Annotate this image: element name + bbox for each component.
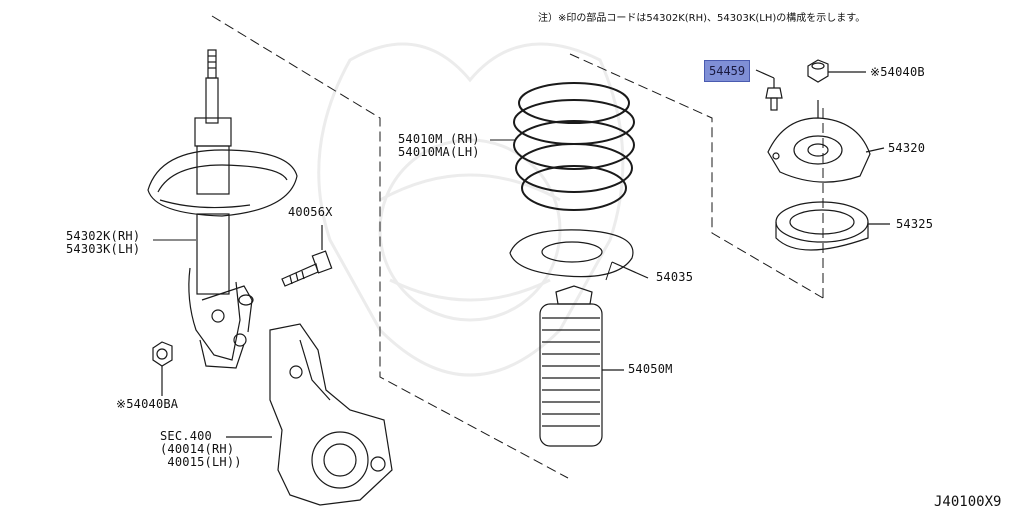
- strut-mount: [767, 100, 885, 183]
- label-bearing-54325[interactable]: 54325: [896, 217, 934, 231]
- label-seat-54035[interactable]: 54035: [656, 270, 694, 284]
- label-spring-54010m[interactable]: 54010M (RH) 54010MA(LH): [398, 132, 480, 159]
- label-selected-54459[interactable]: 54459: [704, 60, 751, 82]
- label-knuckle-sec-400[interactable]: SEC.400 (40014(RH) 40015(LH)): [160, 429, 242, 469]
- label-strut-54302k[interactable]: 54302K(RH) 54303K(LH): [66, 229, 141, 256]
- coil-spring: [490, 82, 635, 211]
- label-nut-54040ba[interactable]: ※54040BA: [116, 397, 179, 411]
- bolt-40056x: [281, 225, 333, 287]
- nut-54040ba: [152, 341, 173, 396]
- bound-bumper: [539, 285, 624, 447]
- strut-assembly: [147, 49, 298, 369]
- label-mount-54320[interactable]: 54320: [888, 141, 926, 155]
- label-bumper-54050m[interactable]: 54050M: [628, 362, 673, 376]
- top-nut-54040b: [807, 59, 866, 83]
- label-top-nut-54040b[interactable]: ※54040B: [870, 65, 925, 79]
- leader-lines: [153, 239, 613, 281]
- dashed-assembly-lines: [211, 15, 824, 479]
- spring-seat: [509, 229, 649, 279]
- diagram-code: J40100X9: [934, 494, 1002, 510]
- bolt-54459: [755, 69, 783, 111]
- footnote: 注）※印の部品コードは54302K(RH)、54303K(LH)の構成を示します…: [538, 13, 866, 24]
- strut-bearing: [775, 201, 890, 251]
- steering-knuckle: [226, 323, 393, 506]
- label-bolt-40056x[interactable]: 40056X: [288, 205, 333, 219]
